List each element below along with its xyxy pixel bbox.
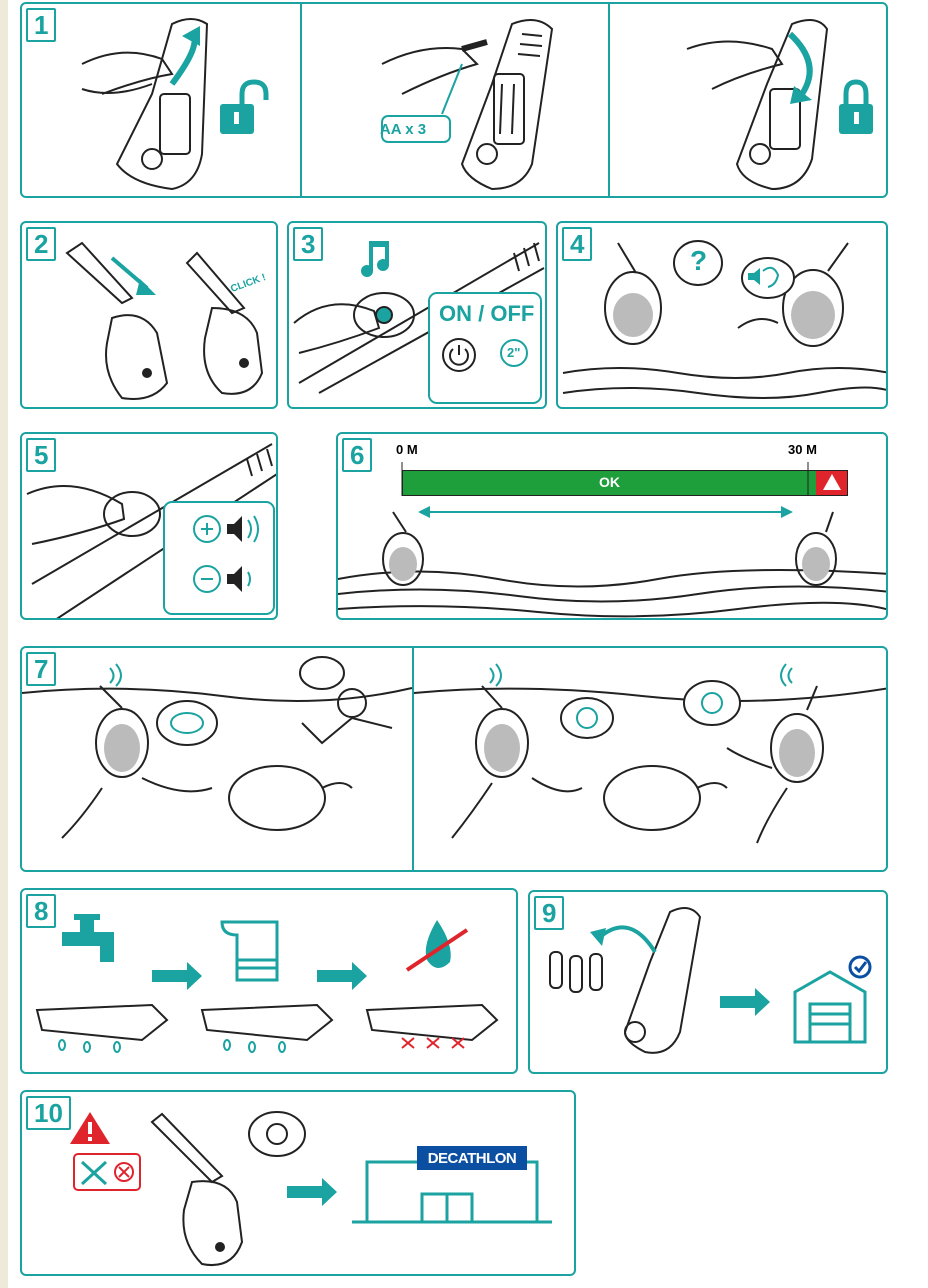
step-number: 10 xyxy=(26,1096,71,1130)
no-drop-icon xyxy=(407,920,467,970)
step-10-panel: 10 DECATHLON xyxy=(20,1090,576,1276)
step-2-panel: 2 CLICK ! xyxy=(20,221,278,409)
step-5-illustration xyxy=(22,434,278,620)
step-9-panel: 9 xyxy=(528,890,888,1074)
step-5-panel: 5 xyxy=(20,432,278,620)
unlock-icon xyxy=(220,82,266,134)
step-number: 9 xyxy=(534,896,564,930)
step-6-panel: 6 0 M 30 M OK xyxy=(336,432,888,620)
step-number: 7 xyxy=(26,652,56,686)
tools-icon xyxy=(74,1154,140,1190)
step-3-panel: 3 ON / OFF 2" xyxy=(287,221,547,409)
water-tap-icon xyxy=(62,914,114,962)
step-6-illustration xyxy=(338,434,888,620)
battery-label: AA x 3 xyxy=(369,121,437,138)
step-number: 5 xyxy=(26,438,56,472)
lock-icon xyxy=(839,82,873,134)
step-1-illustration xyxy=(22,4,888,198)
hold-duration-label: 2" xyxy=(507,345,520,360)
step-number: 3 xyxy=(293,227,323,261)
step-7-panel: 7 xyxy=(20,646,888,872)
step-number: 8 xyxy=(26,894,56,928)
warning-icon xyxy=(70,1112,110,1144)
step-9-illustration xyxy=(530,892,888,1074)
step-4-panel: 4 ? xyxy=(556,221,888,409)
step-number: 2 xyxy=(26,227,56,261)
towel-icon xyxy=(222,922,277,980)
question-mark: ? xyxy=(690,245,707,277)
step-8-panel: 8 xyxy=(20,888,518,1074)
step-number: 6 xyxy=(342,438,372,472)
step-8-illustration xyxy=(22,890,518,1074)
brand-sign: DECATHLON xyxy=(417,1150,527,1167)
music-note-icon xyxy=(361,241,389,277)
store-icon xyxy=(352,1162,552,1222)
step-number: 4 xyxy=(562,227,592,261)
step-4-illustration xyxy=(558,223,888,409)
step-7-illustration xyxy=(22,648,888,872)
onoff-label: ON / OFF xyxy=(439,301,534,327)
step-number: 1 xyxy=(26,8,56,42)
step-10-illustration xyxy=(22,1092,576,1276)
garage-icon xyxy=(795,957,870,1042)
step-1-panel: 1 xyxy=(20,2,888,198)
step-2-illustration xyxy=(22,223,278,409)
page-margin-strip xyxy=(0,0,8,1288)
